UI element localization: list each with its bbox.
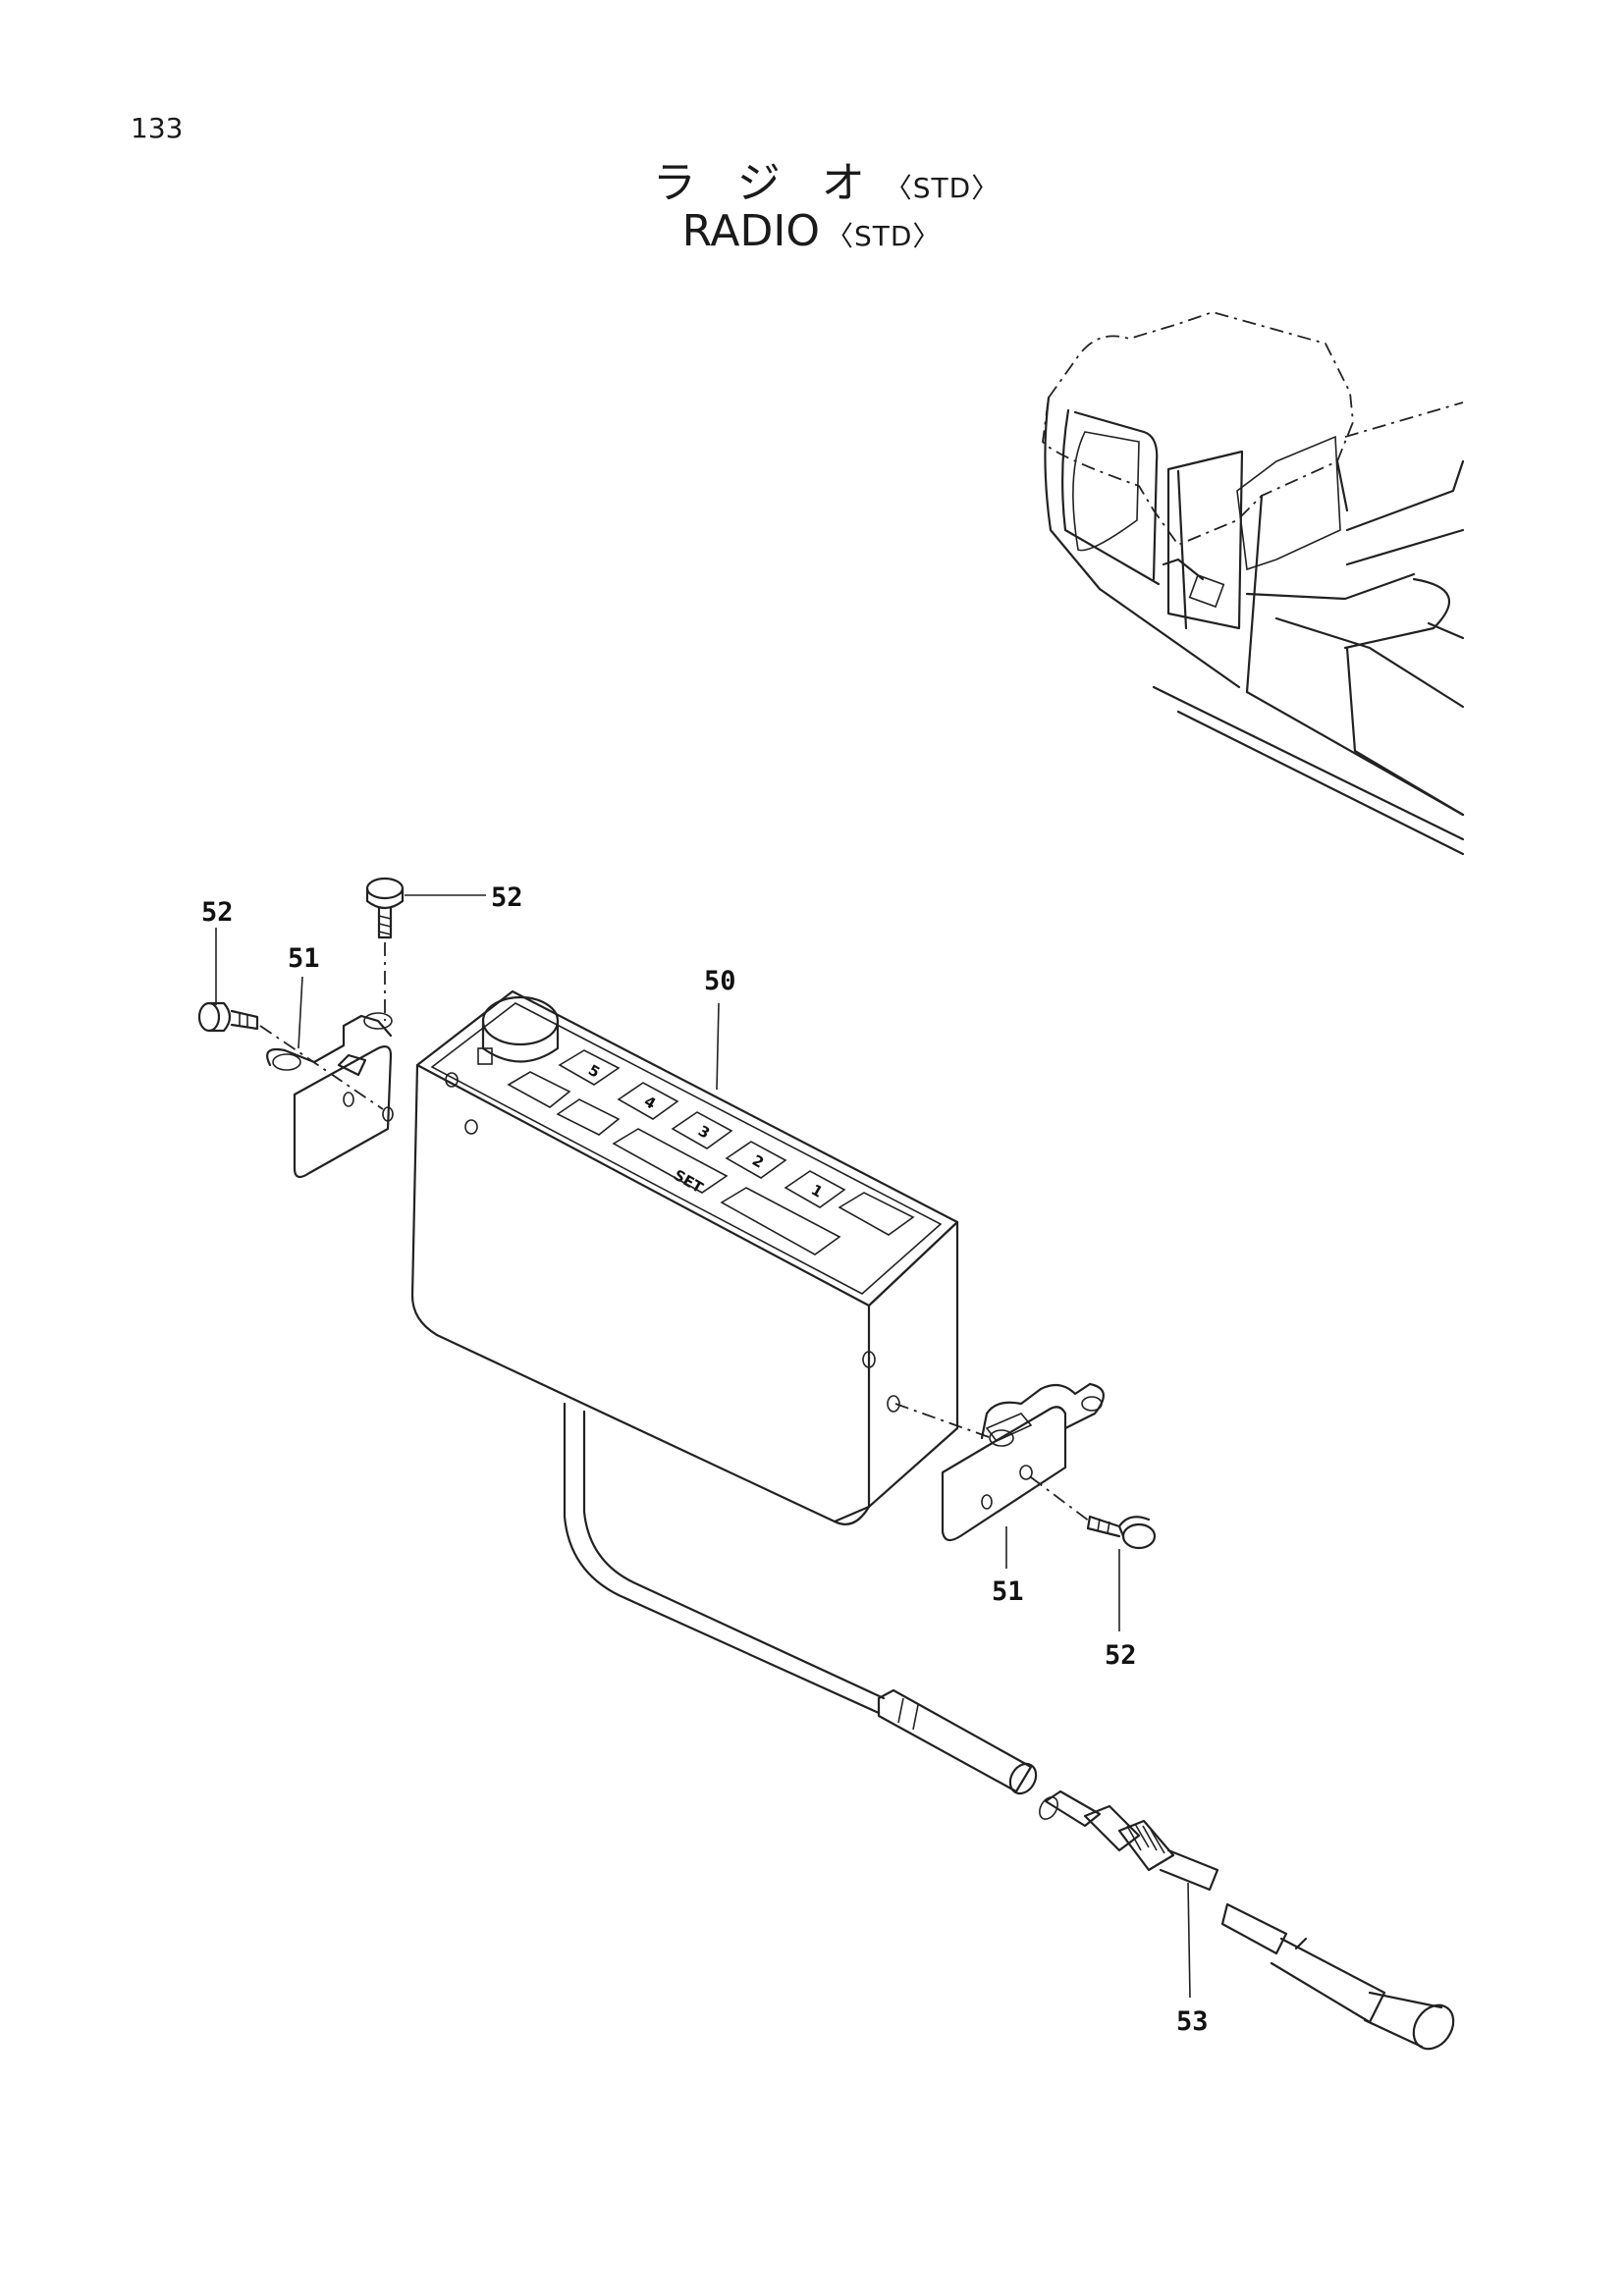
cab-location-view: [1042, 311, 1465, 856]
callout-50: 50: [704, 966, 736, 996]
callouts: 52 52 51 50 51 52 53: [201, 882, 1209, 2037]
callout-51-left: 51: [288, 943, 320, 974]
callout-52-top: 52: [491, 882, 523, 913]
title-english-text: RADIO: [681, 206, 820, 256]
screw-top: [365, 877, 405, 939]
preset-button-1: 1: [808, 1181, 826, 1201]
title-japanese: ラ ジ オ〈STD〉: [0, 147, 1623, 210]
preset-button-4: 4: [641, 1093, 659, 1113]
screw-left: [197, 1001, 259, 1033]
preset-button-3: 3: [695, 1122, 713, 1143]
radio-unit: 5 4 3 2 1 SET: [410, 989, 959, 1525]
callout-52-left: 52: [201, 897, 234, 928]
title-english-qualifier: 〈STD〉: [825, 220, 942, 252]
left-bracket: [266, 1012, 394, 1179]
callout-52-right: 52: [1105, 1640, 1137, 1671]
preset-buttons: 5 4 3 2 1 SET: [558, 1049, 846, 1208]
callout-53: 53: [1176, 2006, 1209, 2037]
screw-right: [1086, 1515, 1157, 1550]
antenna-cable: [563, 1402, 1455, 2051]
callout-51-right: 51: [992, 1576, 1024, 1607]
right-bracket: [941, 1382, 1105, 1542]
page-number: 133: [131, 112, 184, 144]
title-japanese-qualifier: 〈STD〉: [884, 172, 1001, 204]
preset-button-5: 5: [585, 1061, 603, 1082]
title-japanese-text: ラ ジ オ: [652, 158, 879, 208]
preset-button-2: 2: [749, 1151, 767, 1172]
title-english: RADIO〈STD〉: [0, 206, 1623, 256]
